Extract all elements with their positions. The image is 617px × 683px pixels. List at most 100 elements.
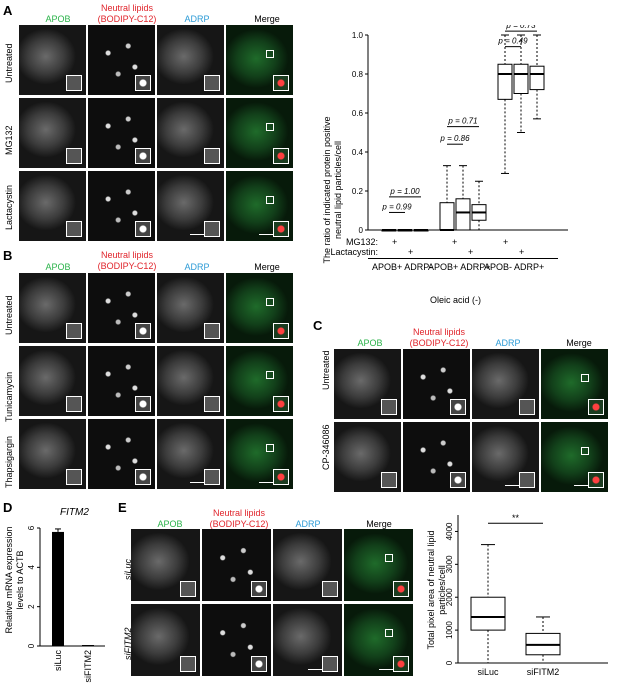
boxplot-a-ylabel-1: The ratio of indicated protein positive <box>322 116 332 263</box>
boxplot-a-ylabel-2: neutral lipid particles/cell <box>333 141 343 239</box>
row-label-cp346086: CP-346086 <box>321 424 331 470</box>
col-lipids-b: Neutral lipids <box>100 250 154 260</box>
plus-mg132-g1: + <box>392 237 398 247</box>
panel-b-inset-r2-c3 <box>204 396 220 412</box>
panel-a-scale-bar-c3 <box>190 234 204 235</box>
col-merge-b: Merge <box>254 262 280 272</box>
panel-e-micrograph-r2-c4 <box>344 604 413 676</box>
row-label-tunicamycin: Tunicamycin <box>4 371 14 422</box>
row-label-untreated-c: Untreated <box>321 350 331 390</box>
panel-e-micrograph-r1-c4 <box>344 529 413 601</box>
row-label-thapsigargin: Thapsigargin <box>4 435 14 488</box>
panel-b-micrograph-r3-c3 <box>157 419 224 489</box>
panel-a-inset-r3-c1 <box>66 221 82 237</box>
boxplot-e-ylabel-2: particles/cell <box>437 565 447 615</box>
col-apob-c: APOB <box>357 338 383 348</box>
col-lipids-e: Neutral lipids <box>212 508 266 518</box>
boxplot-e-xtick-label: siLuc <box>477 667 499 677</box>
col-lipids-c: Neutral lipids <box>412 327 466 337</box>
panel-e-scale-bar-c3 <box>308 669 322 670</box>
bar-chart-bar-1 <box>52 531 64 646</box>
panel-a-micrograph-r3-c2 <box>88 171 155 241</box>
panel-b-micrograph-r2-c3 <box>157 346 224 416</box>
col-adrp-b: ADRP <box>184 262 210 272</box>
panel-a-micrograph-r3-c3 <box>157 171 224 241</box>
panel-a-roi-box-r3 <box>266 195 275 204</box>
panel-letter-c: C <box>313 318 323 333</box>
boxplot-a-pvalue-label: p = 0.86 <box>439 134 470 143</box>
col-merge-e: Merge <box>366 519 392 529</box>
boxplot-a-box <box>455 198 471 231</box>
col-adrp-c: ADRP <box>495 338 521 348</box>
bar-chart-ytick-label: 0 <box>27 643 36 648</box>
panel-c-inset-r2-c3 <box>519 472 535 488</box>
panel-letter-b: B <box>3 248 13 263</box>
panel-b-inset-r2-c2 <box>135 396 151 412</box>
panel-b-inset-r3-c4 <box>273 469 289 485</box>
treat-label-mg132: MG132: <box>345 237 378 247</box>
panel-b-roi-box-r1 <box>266 297 275 306</box>
panel-a-inset-r2-c1 <box>66 148 82 164</box>
panel-c-micrograph-r2-c2 <box>403 422 470 492</box>
panel-letter-a: A <box>3 3 13 18</box>
panel-b-inset-r2-c1 <box>66 396 82 412</box>
panel-b-micrograph-r1-c2 <box>88 273 155 343</box>
panel-b-scale-bar-c4 <box>259 482 273 483</box>
panel-a-scale-bar-c4 <box>259 234 273 235</box>
panel-a-micrograph-r3-c4 <box>226 171 293 241</box>
panel-letter-e: E <box>118 500 127 515</box>
panel-b-micrograph-r3-c4 <box>226 419 293 489</box>
col-merge-a: Merge <box>254 14 280 24</box>
boxplot-a-box <box>439 202 455 231</box>
col-merge-c: Merge <box>566 338 592 348</box>
row-label-mg132: MG132 <box>4 125 14 155</box>
col-bodipy-e: (BODIPY-C12) <box>209 519 269 529</box>
boxplot-a-ytick-label: 0 <box>359 226 364 235</box>
panel-e-inset-r1-c4 <box>393 581 409 597</box>
boxplot-e-ytick-label: 2000 <box>445 588 454 606</box>
panel-b-inset-r3-c3 <box>204 469 220 485</box>
treat-label-lactacystin: Lactacystin: <box>330 247 378 257</box>
boxplot-a: The ratio of indicated protein positive … <box>322 25 568 264</box>
panel-a-inset-r3-c2 <box>135 221 151 237</box>
panel-a-micrograph-r1-c1 <box>19 25 86 95</box>
panel-b-inset-r3-c1 <box>66 469 82 485</box>
panel-a-inset-r2-c2 <box>135 148 151 164</box>
panel-a-micrograph-r1-c2 <box>88 25 155 95</box>
col-bodipy-c: (BODIPY-C12) <box>409 338 469 348</box>
boxplot-a-pvalue-label: p = 1.00 <box>389 187 420 196</box>
panel-b-inset-r3-c2 <box>135 469 151 485</box>
panel-a-inset-r2-c3 <box>204 148 220 164</box>
boxplot-e-ytick-label: 1000 <box>445 621 454 639</box>
oleic-acid-label: Oleic acid (-) <box>430 295 482 305</box>
group-label-2: APOB+ ADRP+ <box>428 262 491 272</box>
bar-chart-ylabel-1: Relative mRNA expression <box>4 526 14 633</box>
group-label-3: APOB- ADRP+ <box>484 262 545 272</box>
boxplot-e-ylabel-1: Total pixel area of neutral lipid <box>426 530 436 649</box>
panel-letter-d: D <box>3 500 13 515</box>
panel-c-micrograph-r1-c2 <box>403 349 470 419</box>
plus-lacta-g1: + <box>408 247 414 257</box>
panel-a-micrograph-r2-c3 <box>157 98 224 168</box>
col-apob-b: APOB <box>45 262 71 272</box>
boxplot-e-ytick-label: 3000 <box>445 555 454 573</box>
plus-mg132-g3: + <box>503 237 509 247</box>
boxplot-a-box <box>529 65 545 91</box>
panel-c-inset-r2-c1 <box>381 472 397 488</box>
panel-e-micrograph-r1-c1 <box>131 529 200 601</box>
panel-c-roi-box-r1 <box>581 373 590 382</box>
panel-b-inset-r2-c4 <box>273 396 289 412</box>
col-adrp-a: ADRP <box>184 14 210 24</box>
col-apob-e: APOB <box>157 519 183 529</box>
panel-a-micrograph-r1-c3 <box>157 25 224 95</box>
panel-b-micrograph-r2-c1 <box>19 346 86 416</box>
boxplot-a-pvalue-label: p = 0.99 <box>381 202 412 211</box>
boxplot-e-sig-label: ** <box>512 513 520 523</box>
panel-e-micrograph-r2-c2 <box>202 604 271 676</box>
row-label-lactacystin: Lactacystin <box>4 184 14 230</box>
panel-b-inset-r1-c4 <box>273 323 289 339</box>
panel-e-micrograph-r2-c1 <box>131 604 200 676</box>
panel-e-inset-r2-c1 <box>180 656 196 672</box>
panel-c-micrograph-r2-c4 <box>541 422 608 492</box>
bar-chart-xtick-label: siLuc <box>53 650 63 672</box>
